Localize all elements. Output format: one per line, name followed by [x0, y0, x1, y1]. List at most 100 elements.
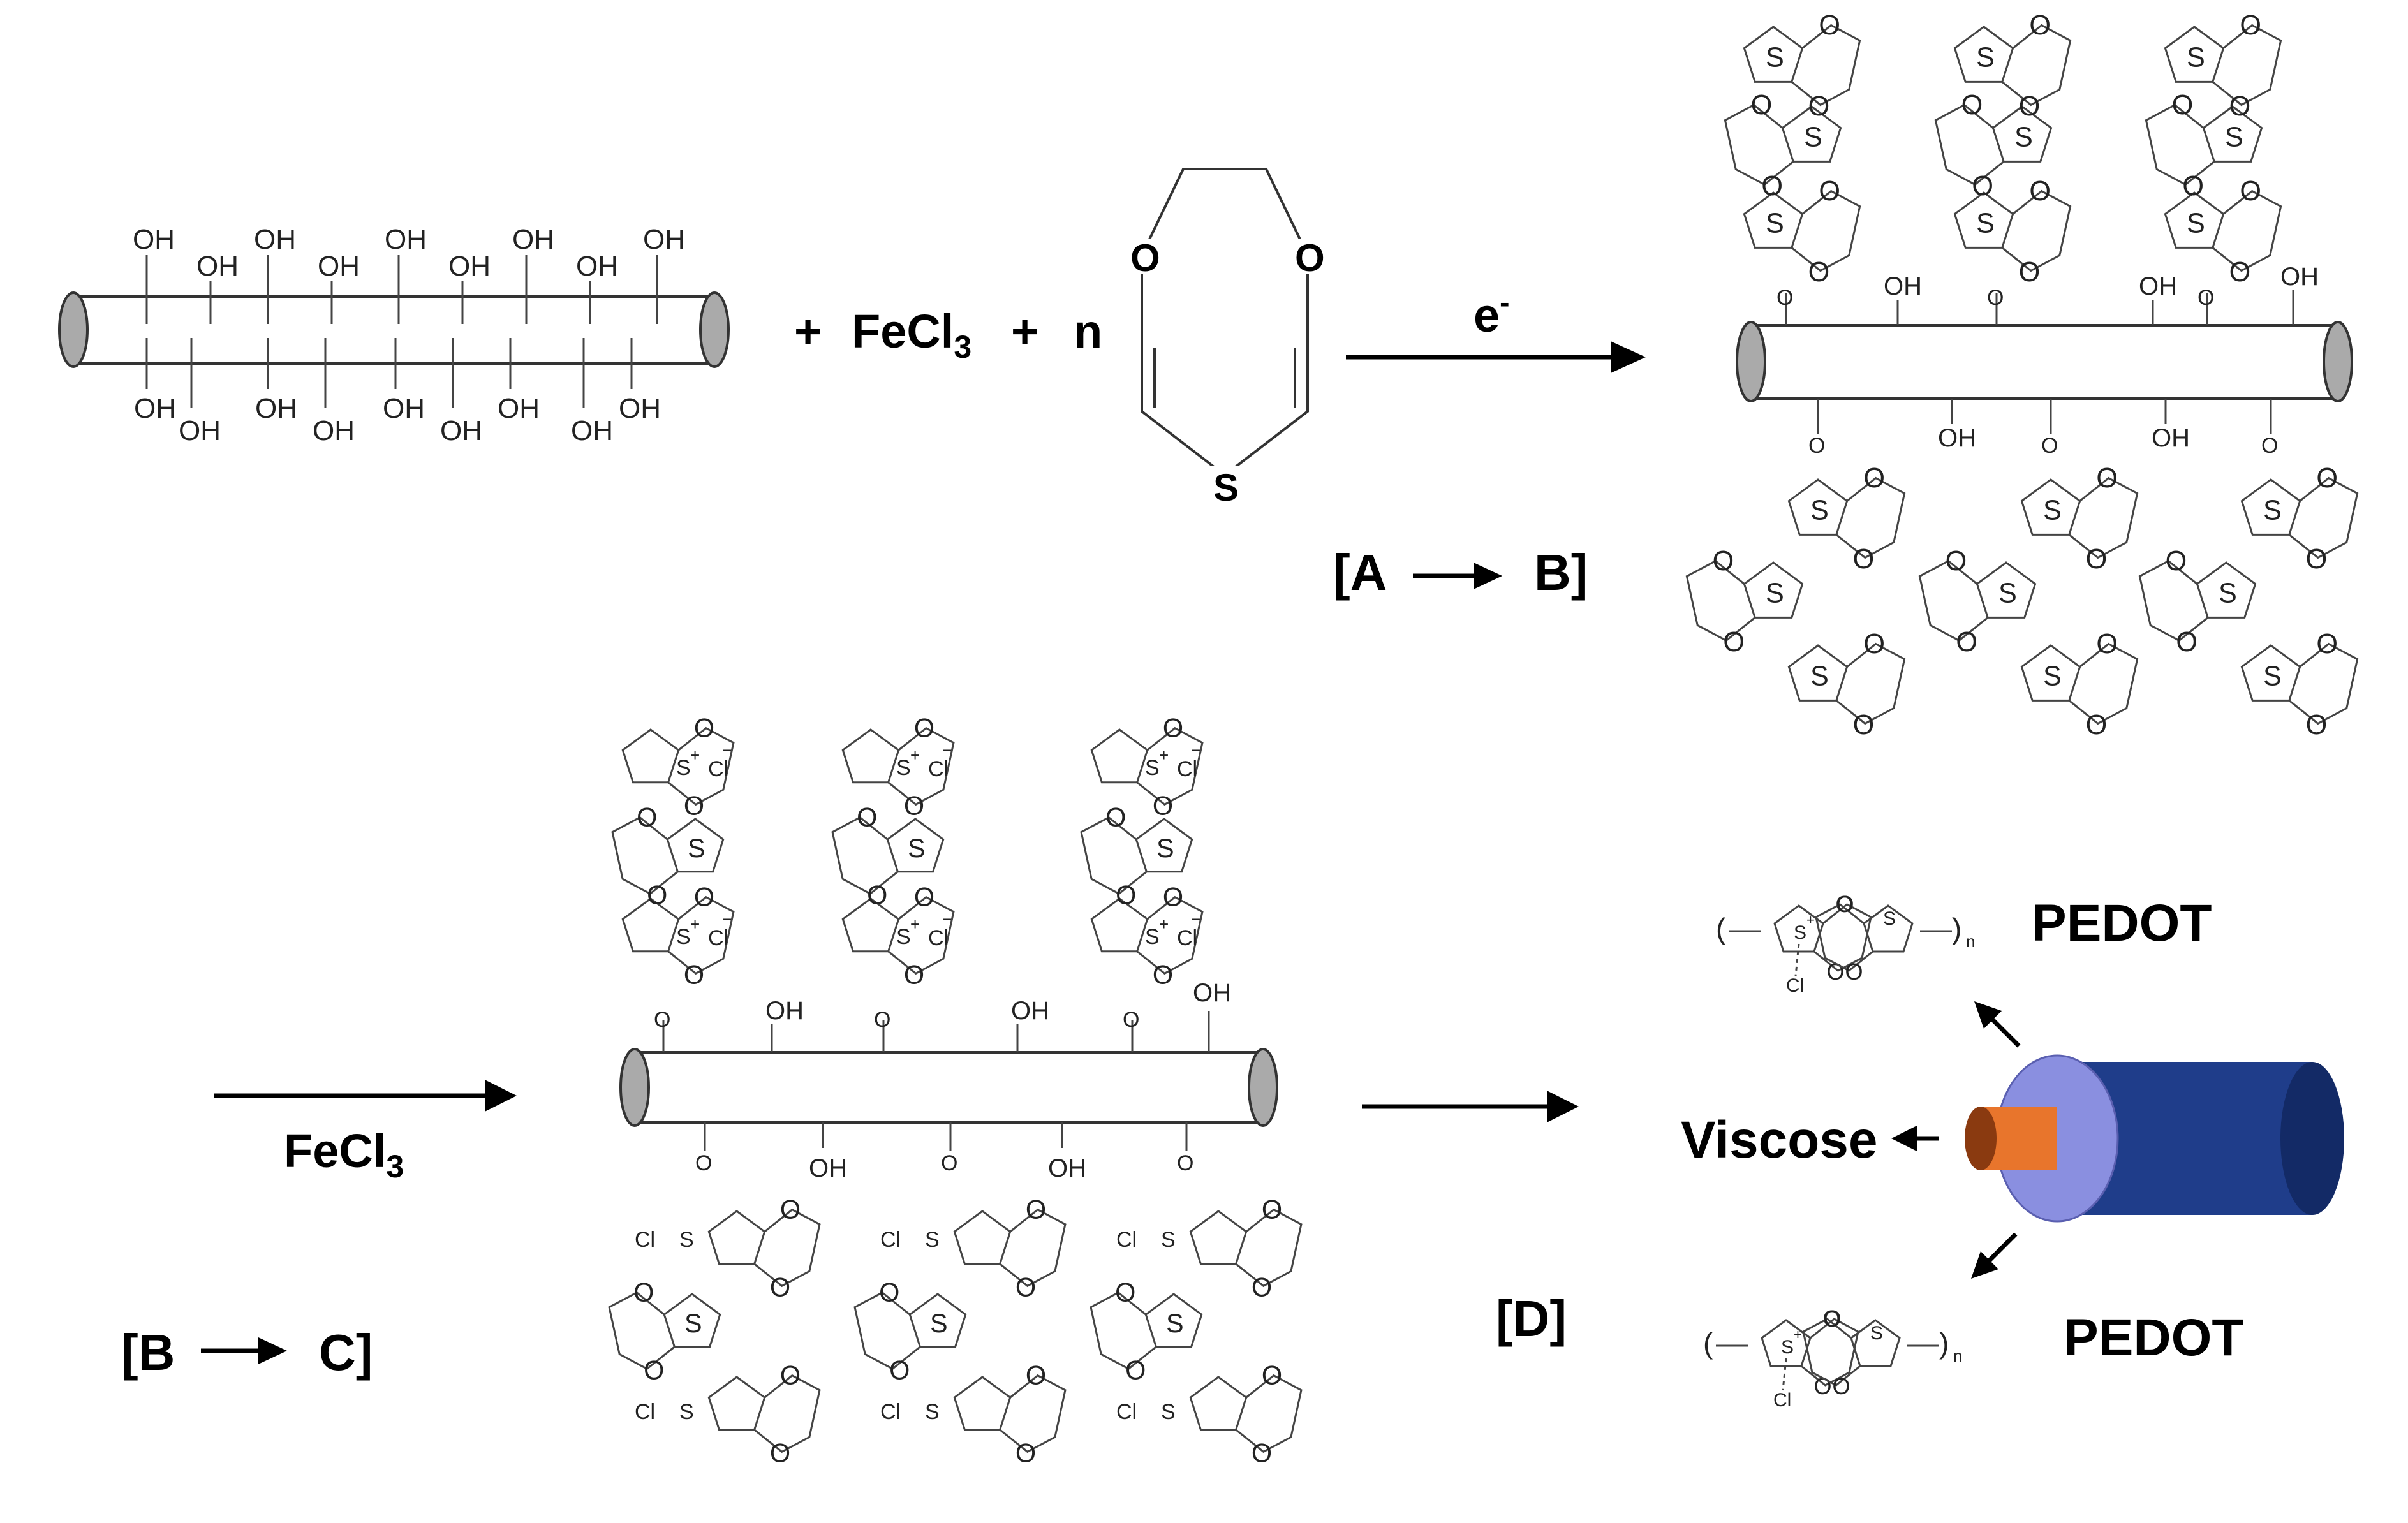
sulfur-atom: S — [1976, 208, 1995, 239]
sulfur-atom: S — [1161, 1228, 1176, 1252]
oxygen-atom: O — [1177, 1151, 1193, 1175]
oxygen-atom: O — [2240, 176, 2261, 207]
chloride-ion: Cl — [928, 757, 949, 781]
sulfur-atom: S — [896, 925, 911, 949]
hydroxyl-group: OH — [765, 997, 804, 1025]
positive-charge: + — [910, 746, 920, 765]
oxygen-atom: O — [1808, 434, 1825, 458]
oxygen-atom: O — [2240, 10, 2261, 41]
oxygen-atom: O — [904, 960, 924, 989]
sulfur-atom: S — [930, 1309, 948, 1338]
chloride-ion: Cl — [1177, 757, 1197, 781]
oxygen-atom: O — [1863, 463, 1885, 494]
sulfur-atom: S — [1145, 925, 1160, 949]
oxygen-atom: O — [2029, 176, 2051, 207]
oxygen-atom: O — [1723, 627, 1745, 658]
oxygen-atom: O — [1016, 1438, 1036, 1468]
oxygen-atom: O — [2166, 546, 2187, 577]
pedot-label-top: PEDOT — [2032, 894, 2212, 952]
hydroxyl-group: OH — [196, 251, 239, 282]
chloride-ion: Cl — [1786, 975, 1804, 996]
sulfur-atom: S — [1794, 922, 1806, 943]
sulfur-atom: S — [1166, 1309, 1184, 1338]
step-label-b-c: [B C] — [121, 1324, 373, 1381]
hydroxyl-group: OH — [512, 224, 554, 255]
negative-charge: − — [1191, 909, 1200, 929]
oxygen-atom: O — [2019, 91, 2041, 122]
sulfur-atom: S — [896, 756, 911, 780]
oxygen-atom: O — [2316, 463, 2338, 494]
sulfur-atom: S — [1998, 578, 2017, 608]
electron-label: e- — [1474, 286, 1509, 342]
bracket: ) — [1952, 912, 1961, 945]
oxygen-atom: O — [780, 1195, 801, 1225]
sulfur-atom: S — [2014, 122, 2033, 152]
oxygen-atom: O — [1252, 1272, 1272, 1302]
sulfur-atom: S — [2187, 42, 2205, 73]
negative-charge: − — [722, 740, 732, 760]
fecl3-label: FeCl3 — [284, 1124, 404, 1184]
plus-sign: + — [1011, 305, 1038, 358]
sulfur-atom: S — [679, 1228, 694, 1252]
oxygen-atom: O — [1946, 546, 1967, 577]
oxygen-atom: O — [867, 880, 887, 909]
oxygen-atom: O — [2086, 710, 2108, 740]
oxygen-atom: O — [2172, 90, 2194, 121]
sulfur-atom: S — [1976, 42, 1995, 73]
oxygen-atom: O — [1833, 1373, 1850, 1399]
hydroxyl-group: OH — [318, 251, 360, 282]
oxygen-atom: O — [2306, 544, 2328, 575]
bracket: ( — [1716, 912, 1726, 945]
oxygen-atom: O — [857, 803, 877, 832]
oxygen-atom: O — [1153, 960, 1173, 989]
oxygen-atom: O — [647, 880, 667, 909]
oxygen-atom: O — [1853, 710, 1875, 740]
hydroxyl-group: OH — [576, 251, 618, 282]
sulfur-atom: S — [2263, 495, 2282, 526]
oxygen-atom: O — [654, 1008, 670, 1032]
oxygen-atom: O — [1761, 171, 1783, 202]
oxygen-atom: O — [2029, 10, 2051, 41]
fecl3-label: FeCl3 — [852, 305, 971, 365]
chloride-ion: Cl — [1177, 926, 1197, 950]
hydroxyl-group: OH — [1193, 979, 1231, 1007]
sulfur-atom: S — [1781, 1337, 1794, 1358]
sulfur-atom: S — [1810, 495, 1829, 526]
sulfur-atom: S — [684, 1309, 702, 1338]
sulfur-atom: S — [1161, 1400, 1176, 1424]
sulfur-atom: S — [1766, 42, 1784, 73]
hydroxyl-group: OH — [1011, 997, 1049, 1025]
sulfur-atom: S — [2043, 661, 2062, 691]
chloride-ion: Cl — [1773, 1390, 1791, 1411]
oxygen-atom: O — [2182, 171, 2204, 202]
oxygen-atom: O — [1116, 880, 1136, 909]
pedot-grafted-fiber-b: OOOSOOSOOSOOOSOOSOOSOOOSOOSOOSOOOSOOSOOS… — [1685, 10, 2359, 740]
oxygen-atom: O — [914, 714, 934, 743]
oxygen-atom: O — [770, 1438, 790, 1468]
bracket: ( — [1703, 1327, 1713, 1360]
oxygen-atom: O — [1836, 891, 1854, 917]
oxygen-atom: O — [770, 1272, 790, 1302]
oxygen-atom: O — [694, 714, 714, 743]
sulfur-atom: S — [1766, 208, 1784, 239]
oxygen-atom: O — [1262, 1361, 1282, 1390]
sulfur-atom: S — [1213, 466, 1239, 509]
arrow-b-to-c: FeCl3 — [214, 1080, 517, 1184]
hydroxyl-group: OH — [643, 224, 685, 255]
oxygen-atom: O — [1125, 1355, 1146, 1385]
arrow-to-pedot-bottom — [1971, 1232, 2018, 1279]
oxygen-atom: O — [1295, 237, 1325, 279]
oxygen-atom: O — [1016, 1272, 1036, 1302]
oxygen-atom: O — [1130, 237, 1160, 279]
sulfur-atom: S — [1870, 1323, 1883, 1344]
oxygen-atom: O — [1819, 176, 1840, 207]
sulfur-atom: S — [676, 925, 691, 949]
hydroxyl-group: OH — [2139, 272, 2177, 300]
oxygen-atom: O — [1163, 883, 1183, 912]
oxygen-atom: O — [1956, 627, 1977, 658]
chloride-ion: Cl — [880, 1228, 901, 1252]
hydroxyl-group: OH — [385, 224, 427, 255]
oxygen-atom: O — [1808, 257, 1830, 288]
